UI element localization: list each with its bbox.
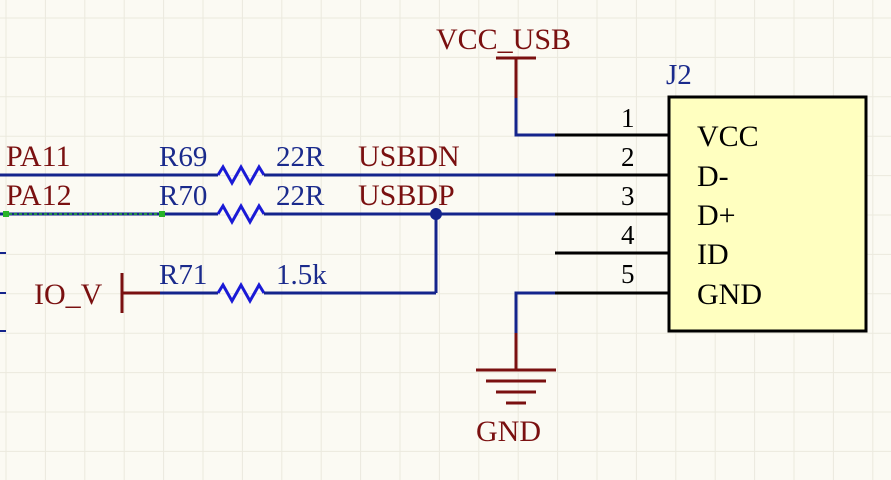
resistor-r70 xyxy=(216,202,266,226)
ground-icon xyxy=(476,368,556,405)
resistor-r69 xyxy=(216,163,266,187)
pin-number-1: 1 xyxy=(621,103,635,133)
connector-j2-body[interactable] xyxy=(667,95,868,333)
resistor-designator-r69: R69 xyxy=(159,141,207,173)
net-label-usbdp: USBDP xyxy=(358,179,455,212)
gnd-label: GND xyxy=(476,415,541,448)
resistor-value-r70: 22R xyxy=(276,180,325,212)
net-label-usbdn: USBDN xyxy=(358,140,460,173)
vcc-usb-label: VCC_USB xyxy=(436,23,571,56)
resistor-r71 xyxy=(216,281,266,305)
resistor-designator-r71: R71 xyxy=(159,259,207,291)
io-v-label: IO_V xyxy=(34,278,103,311)
resistor-designator-r70: R70 xyxy=(159,180,207,212)
pin-name-d-minus: D- xyxy=(697,160,729,193)
resistor-value-r71: 1.5k xyxy=(276,259,327,291)
pin-name-gnd: GND xyxy=(697,278,762,311)
wire-vcc-usb xyxy=(514,98,555,137)
resistor-value-r69: 22R xyxy=(276,141,325,173)
pin-number-3: 3 xyxy=(621,181,635,211)
wire-gnd xyxy=(514,291,555,333)
pin-name-vcc: VCC xyxy=(697,120,759,153)
pin-number-4: 4 xyxy=(621,220,635,250)
selection-handle xyxy=(159,211,165,217)
selection-handle xyxy=(3,211,9,217)
pin-name-d-plus: D+ xyxy=(697,199,736,232)
pin-number-2: 2 xyxy=(621,142,635,172)
net-label-pa11: PA11 xyxy=(6,140,70,173)
pin-number-5: 5 xyxy=(621,259,635,289)
net-label-pa12: PA12 xyxy=(6,179,72,212)
pin-name-id: ID xyxy=(697,238,729,271)
connector-designator: J2 xyxy=(666,59,692,91)
